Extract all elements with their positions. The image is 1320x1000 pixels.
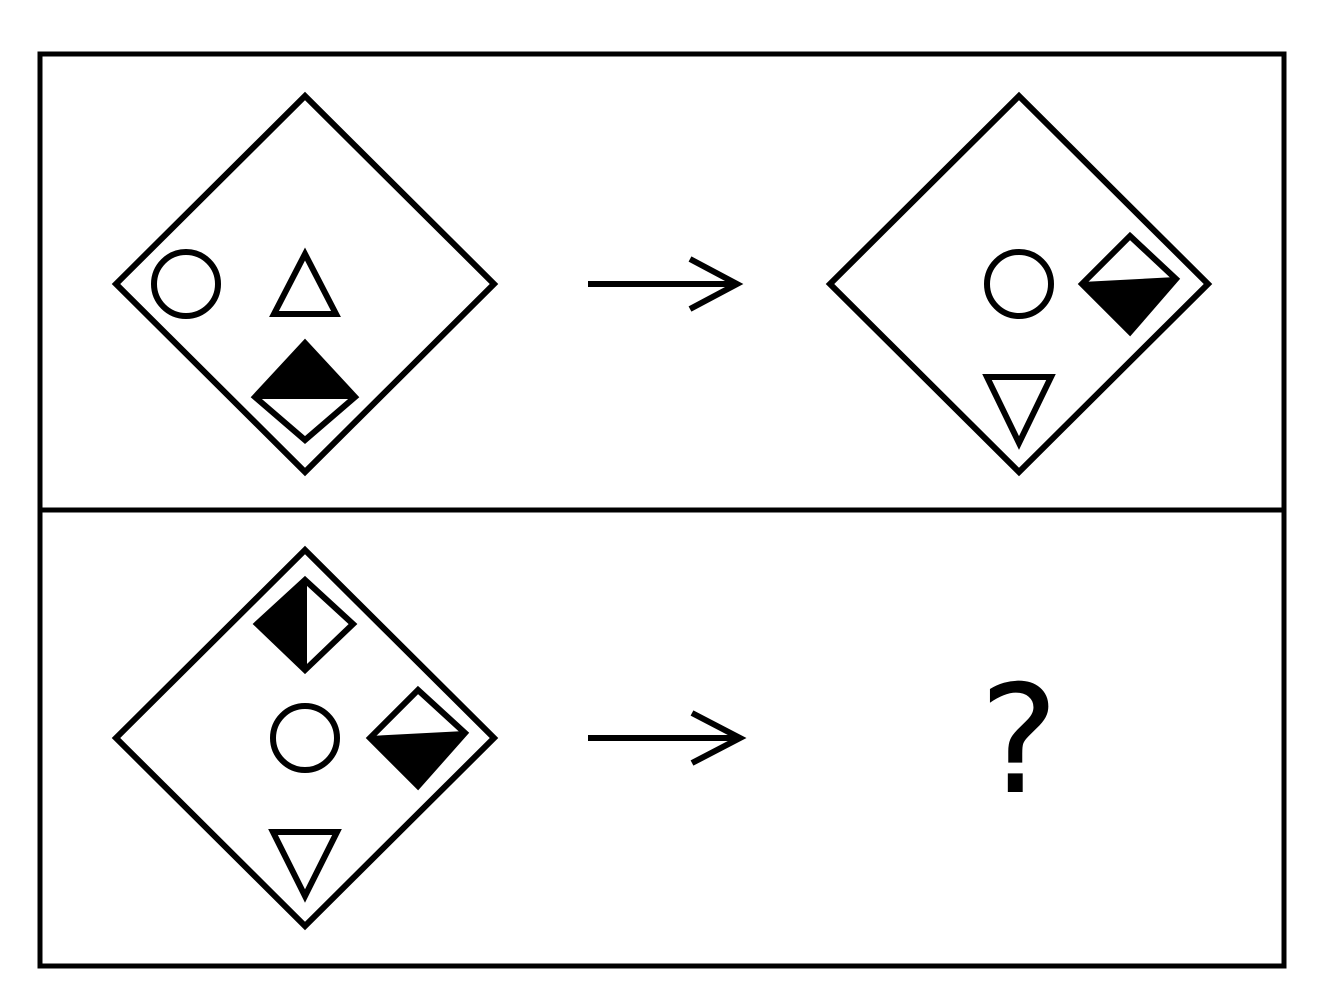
row1-left-figure — [111, 91, 499, 477]
answer-placeholder: ? — [979, 654, 1059, 828]
triangle-down-icon — [268, 829, 342, 903]
outer-diamond — [111, 91, 499, 477]
circle-icon — [270, 703, 340, 773]
triangle-down-icon — [982, 374, 1056, 450]
right-arrow-icon — [588, 710, 747, 766]
circle-icon — [151, 249, 221, 319]
row-1 — [111, 91, 1213, 477]
row2-left-figure — [111, 545, 499, 931]
row-2: ? — [111, 545, 1059, 931]
half-filled-diamond-icon — [365, 685, 470, 791]
row1-right-figure — [825, 91, 1213, 477]
triangle-up-icon — [269, 247, 341, 317]
half-filled-diamond-icon — [1077, 231, 1181, 337]
half-filled-diamond-icon — [250, 338, 360, 444]
outer-diamond — [111, 545, 499, 931]
half-filled-diamond-icon — [252, 575, 358, 675]
circle-icon — [984, 249, 1054, 319]
right-arrow-icon — [588, 256, 744, 312]
outer-diamond — [825, 91, 1213, 477]
